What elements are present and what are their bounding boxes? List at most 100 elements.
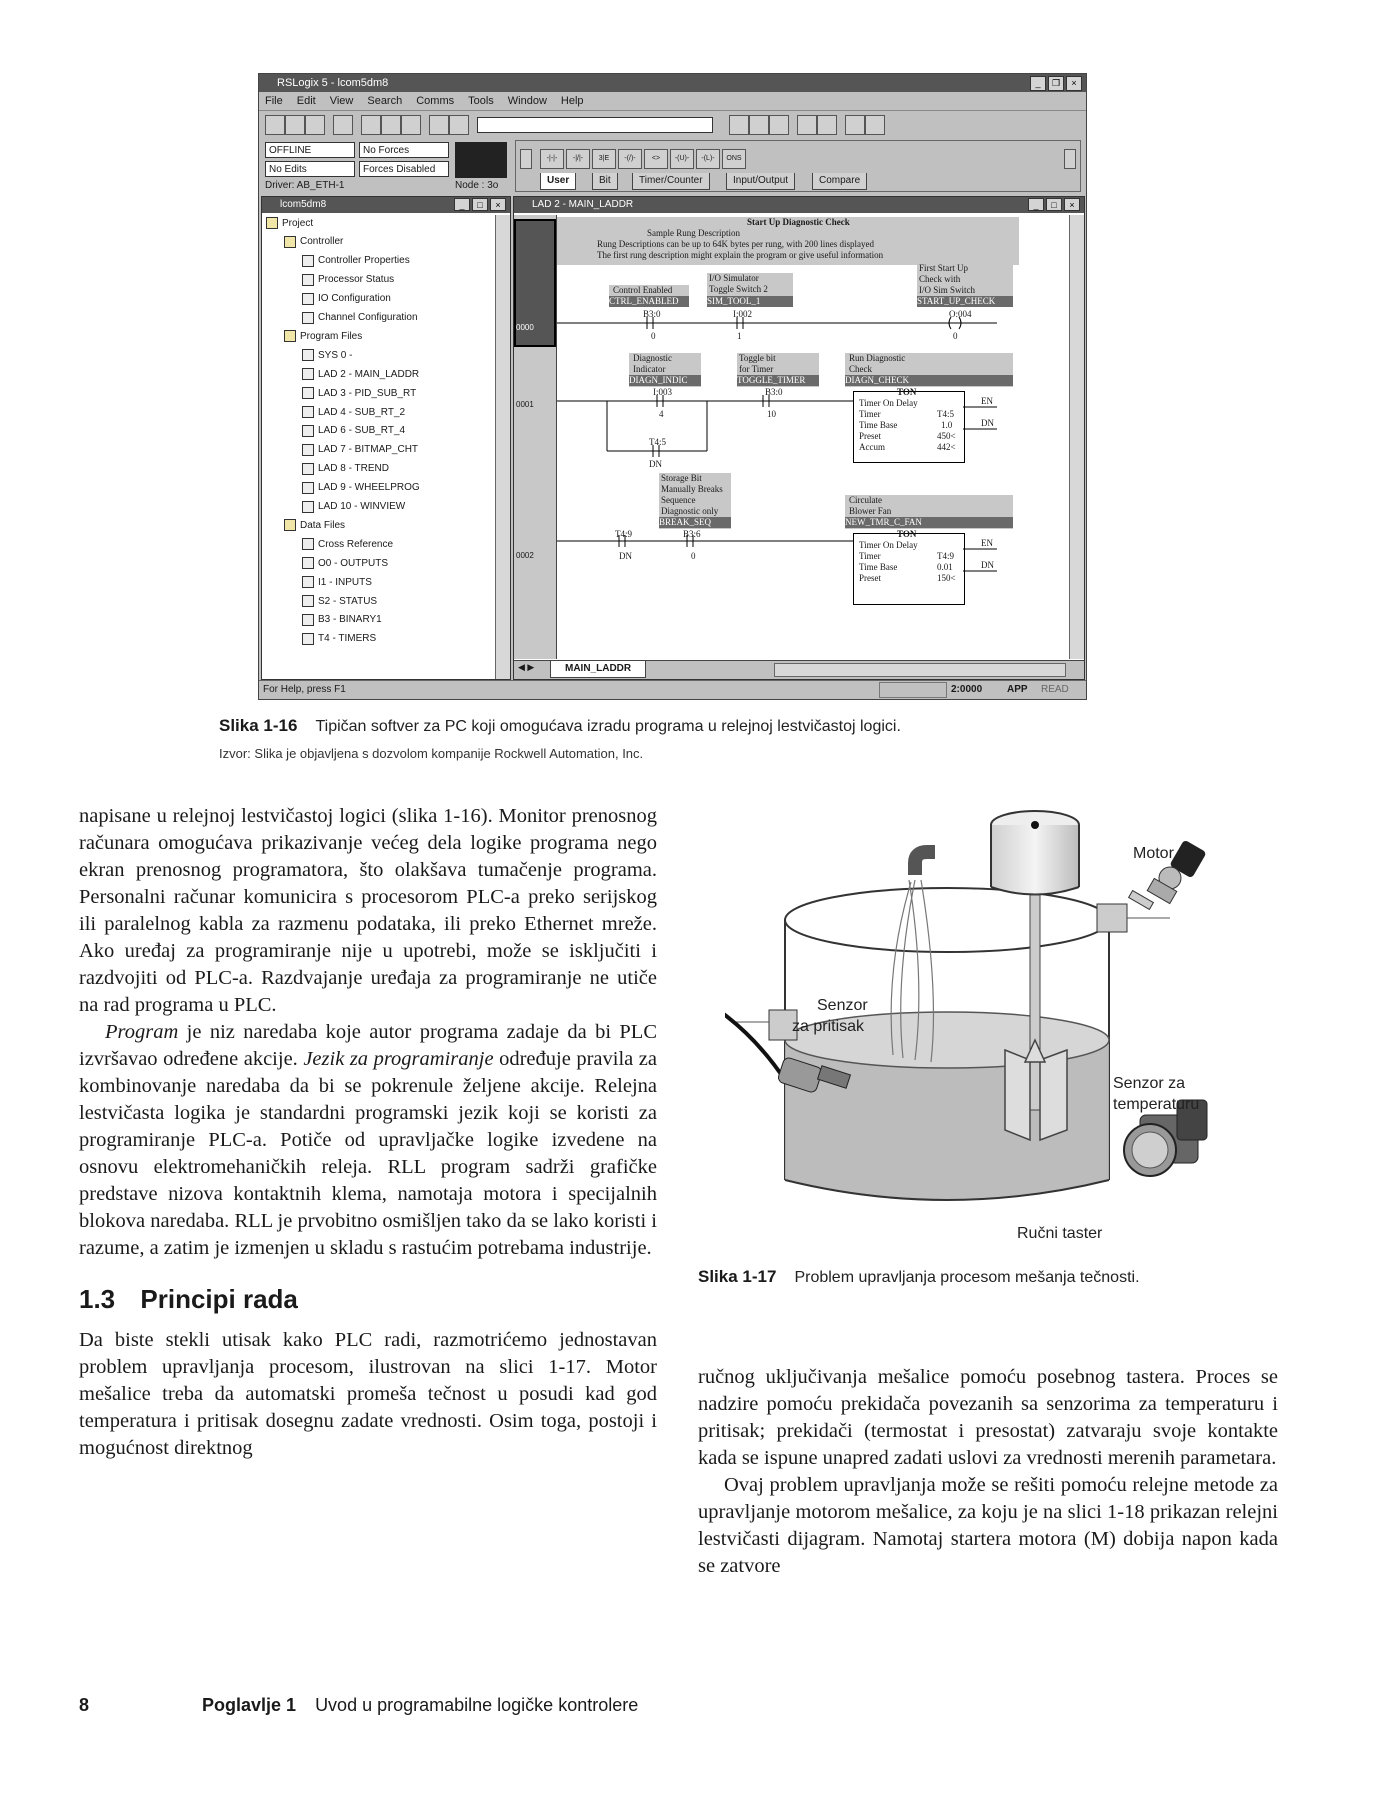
tree-item[interactable]: IO Configuration	[302, 292, 391, 305]
print-icon[interactable]	[333, 115, 353, 135]
ton2-timebase-label: Time Base	[859, 562, 898, 572]
ons-button[interactable]: ONS	[722, 149, 746, 169]
project-maximize-button[interactable]: □	[472, 198, 488, 211]
latch-button[interactable]: -(L)-	[696, 149, 720, 169]
tree-item[interactable]: S2 - STATUS	[302, 595, 377, 607]
r2-c2-symbol[interactable]: BREAK_SEQ	[659, 517, 731, 528]
branch-button[interactable]: 3|E	[592, 149, 616, 169]
tree-item[interactable]: B3 - BINARY1	[302, 613, 382, 626]
replace-icon[interactable]	[749, 115, 769, 135]
minimize-button[interactable]: _	[1030, 76, 1046, 91]
save-icon[interactable]	[305, 115, 325, 135]
r1-c1-symbol[interactable]: DIAGN_INDIC	[629, 375, 701, 386]
r0-out-symbol[interactable]: START_UP_CHECK	[917, 296, 1013, 307]
verify-project-icon[interactable]	[817, 115, 837, 135]
tree-item[interactable]: LAD 4 - SUB_RT_2	[302, 406, 405, 418]
close-button[interactable]: ×	[1066, 76, 1082, 91]
tree-item[interactable]: Channel Configuration	[302, 311, 418, 324]
ladder-scrollbar[interactable]	[1069, 215, 1084, 659]
compare-button[interactable]: <>	[644, 149, 668, 169]
tab-input-output[interactable]: Input/Output	[726, 173, 796, 190]
xio-button[interactable]: -|/|-	[566, 149, 590, 169]
ote-button[interactable]: -(/)-	[618, 149, 642, 169]
menu-edit[interactable]: Edit	[296, 95, 316, 107]
tree-item[interactable]: LAD 10 - WINVIEW	[302, 500, 405, 513]
new-file-icon[interactable]	[265, 115, 285, 135]
tab-timer-counter[interactable]: Timer/Counter	[632, 173, 710, 190]
edits-dropdown[interactable]: No Edits	[265, 161, 355, 177]
menu-comms[interactable]: Comms	[416, 95, 455, 107]
mode-dropdown[interactable]: OFFLINE	[265, 142, 355, 158]
tree-item[interactable]: LAD 7 - BITMAP_CHT	[302, 443, 418, 456]
tree-item[interactable]: LAD 2 - MAIN_LADDR	[302, 368, 419, 381]
open-file-icon[interactable]	[285, 115, 305, 135]
search-combo[interactable]	[477, 117, 713, 133]
r2-out-symbol[interactable]: NEW_TMR_C_FAN	[845, 517, 1013, 528]
figure16-caption-text: Tipičan softver za PC koji omogućava izr…	[315, 718, 901, 735]
forces-state-dropdown[interactable]: Forces Disabled	[359, 161, 449, 177]
r1-out-symbol[interactable]: DIAGN_CHECK	[845, 375, 1013, 386]
zoom-in-icon[interactable]	[845, 115, 865, 135]
ladder-close-button[interactable]: ×	[1064, 198, 1080, 211]
redo-icon[interactable]	[449, 115, 469, 135]
palette-left-arrow-icon[interactable]	[520, 149, 532, 169]
tree-item[interactable]: O0 - OUTPUTS	[302, 557, 388, 570]
rung0-desc-line3: The first rung description might explain…	[597, 250, 884, 260]
tree-item[interactable]: Controller	[284, 235, 343, 248]
forces-dropdown[interactable]: No Forces	[359, 142, 449, 158]
inlet-pipe-icon	[890, 845, 935, 1063]
horizontal-scrollbar[interactable]	[774, 663, 1066, 677]
tree-item[interactable]: Cross Reference	[302, 538, 393, 551]
menu-search[interactable]: Search	[367, 95, 403, 107]
tree-item[interactable]: Project	[266, 217, 313, 229]
project-close-button[interactable]: ×	[490, 198, 506, 211]
tree-item[interactable]: I1 - INPUTS	[302, 576, 372, 589]
zoom-out-icon[interactable]	[865, 115, 885, 135]
project-minimize-button[interactable]: _	[454, 198, 470, 211]
tree-item[interactable]: SYS 0 -	[302, 349, 352, 362]
ladder-window-title-bar: LAD 2 - MAIN_LADDR _ □ ×	[514, 197, 1084, 213]
unlatch-button[interactable]: -(U)-	[670, 149, 694, 169]
paste-icon[interactable]	[401, 115, 421, 135]
restore-button[interactable]: ❐	[1048, 76, 1064, 91]
r0-c2-symbol[interactable]: SIM_TOOL_1	[707, 296, 793, 307]
tree-item[interactable]: Data Files	[284, 519, 345, 532]
ladder-maximize-button[interactable]: □	[1046, 198, 1062, 211]
menu-view[interactable]: View	[329, 95, 354, 107]
sheet-tab-main-laddr[interactable]: MAIN_LADDR	[550, 661, 647, 678]
undo-icon[interactable]	[429, 115, 449, 135]
menu-file[interactable]: File	[265, 95, 283, 107]
ton-block-1[interactable]	[853, 391, 965, 463]
tree-item[interactable]: LAD 8 - TREND	[302, 462, 389, 475]
verify-file-icon[interactable]	[797, 115, 817, 135]
tree-item[interactable]: T4 - TIMERS	[302, 632, 376, 645]
r0-c1-symbol[interactable]: CTRL_ENABLED	[609, 296, 689, 307]
menu-help[interactable]: Help	[560, 95, 584, 107]
r0-c1-value: 0	[651, 331, 656, 341]
find-icon[interactable]	[729, 115, 749, 135]
copy-icon[interactable]	[381, 115, 401, 135]
tree-item[interactable]: LAD 6 - SUB_RT_4	[302, 424, 405, 437]
r1-c2-symbol[interactable]: TOGGLE_TIMER	[737, 375, 819, 386]
ton2-preset-value: 150<	[937, 573, 956, 583]
menu-tools[interactable]: Tools	[468, 95, 494, 107]
verify-icon[interactable]	[769, 115, 789, 135]
tab-bit[interactable]: Bit	[592, 173, 618, 190]
project-tree-scrollbar[interactable]	[495, 215, 510, 679]
ton1-preset-value: 450<	[937, 431, 956, 441]
menu-window[interactable]: Window	[507, 95, 547, 107]
ton-block-2[interactable]	[853, 533, 965, 605]
tree-item[interactable]: Processor Status	[302, 273, 394, 286]
palette-right-arrow-icon[interactable]	[1064, 149, 1076, 169]
tab-user[interactable]: User	[540, 173, 577, 190]
tree-item[interactable]: LAD 3 - PID_SUB_RT	[302, 387, 416, 400]
ladder-minimize-button[interactable]: _	[1028, 198, 1044, 211]
tree-item[interactable]: LAD 9 - WHEELPROG	[302, 481, 420, 494]
tab-compare[interactable]: Compare	[812, 173, 868, 190]
cut-icon[interactable]	[361, 115, 381, 135]
selected-rung-marker[interactable]	[514, 219, 556, 347]
sheet-nav-arrows-icon[interactable]: ◀ ▶	[518, 662, 535, 672]
tree-item[interactable]: Program Files	[284, 330, 362, 343]
xic-button[interactable]: -|-|-	[540, 149, 564, 169]
tree-item[interactable]: Controller Properties	[302, 254, 410, 267]
